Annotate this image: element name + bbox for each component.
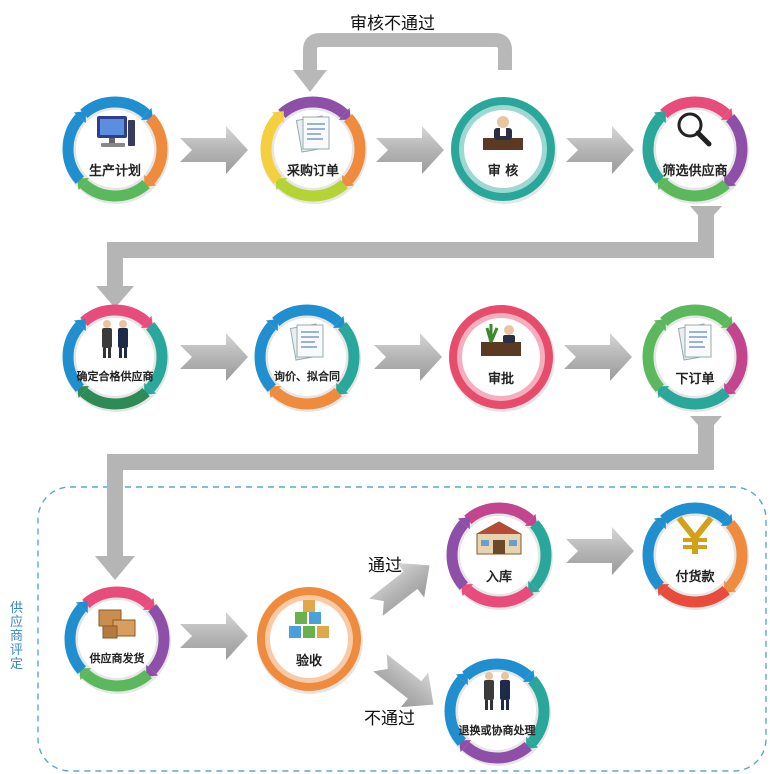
arrow-approval-to-order [564,333,632,381]
node-place-order-label: 下订单 [675,372,715,387]
node-supplier-shipping-label: 供应商发货 [89,652,145,665]
handshake-icon [484,672,510,710]
node-review: 审 核 [448,94,558,204]
cubes-icon [289,600,329,638]
arrow-fail [373,654,434,708]
node-payment: 付货款 [640,500,750,610]
node-warehousing: 入库 [444,500,554,610]
review-reject-label: 审核不通过 [350,14,435,34]
handshake-icon [102,320,128,358]
node-return-negotiate-label: 退换或协商处理 [458,724,536,737]
document-icon [289,323,324,361]
arrow-order-to-review [376,126,444,174]
node-inquiry-contract: 询价、拟合同 [252,302,362,412]
manager-at-desk-icon [483,116,523,150]
node-supplier-shipping: 供应商发货 [62,584,172,694]
node-inquiry-contract-label: 询价、拟合同 [274,370,340,383]
pass-label: 通过 [368,556,402,576]
node-purchase-order: 采购订单 [258,94,368,204]
node-return-negotiate: 退换或协商处理 [442,656,552,766]
node-inspection-label: 验收 [295,654,322,669]
supplier-evaluation-label: 供应商评定 [10,601,24,672]
arrow-inquiry-to-approval [374,333,442,381]
computer-icon [97,116,135,147]
connector-row1-row2 [107,208,714,290]
desk-plant-icon [481,324,521,356]
node-production-plan: 生产计划 [60,94,170,204]
arrow-qualified-to-inquiry [180,333,248,381]
review-reject-arrowhead [293,70,327,92]
arrow-pass [369,562,430,616]
node-warehousing-label: 入库 [485,570,512,585]
node-payment-label: 付货款 [675,570,715,585]
node-qualified-suppliers-label: 确定合格供应商 [76,370,154,383]
node-purchase-order-label: 采购订单 [286,164,339,179]
node-review-label: 审 核 [487,164,519,179]
yen-icon [676,516,714,554]
arrow-shipping-to-inspection [180,612,248,660]
arrow-production-to-order [180,126,248,174]
fail-label: 不通过 [364,709,415,729]
node-approval: 审批 [446,302,556,412]
node-screen-suppliers-label: 筛选供应商 [662,164,728,179]
document-icon [295,115,330,153]
arrow-review-to-screen [566,126,634,174]
magnifier-icon [677,112,712,147]
node-qualified-suppliers: 确定合格供应商 [60,302,170,412]
connector-row2-row3 [107,418,714,560]
warehouse-icon [476,521,522,555]
boxes-icon [98,609,136,639]
node-production-plan-label: 生产计划 [88,164,141,179]
node-approval-label: 审批 [487,372,514,387]
node-screen-suppliers: 筛选供应商 [640,94,750,204]
node-place-order: 下订单 [640,302,750,412]
arrow-warehouse-to-payment [566,527,634,575]
supplier-evaluation-region [37,486,767,772]
node-inspection: 验收 [254,584,364,694]
review-reject-loop [303,33,512,72]
document-icon [677,323,712,361]
